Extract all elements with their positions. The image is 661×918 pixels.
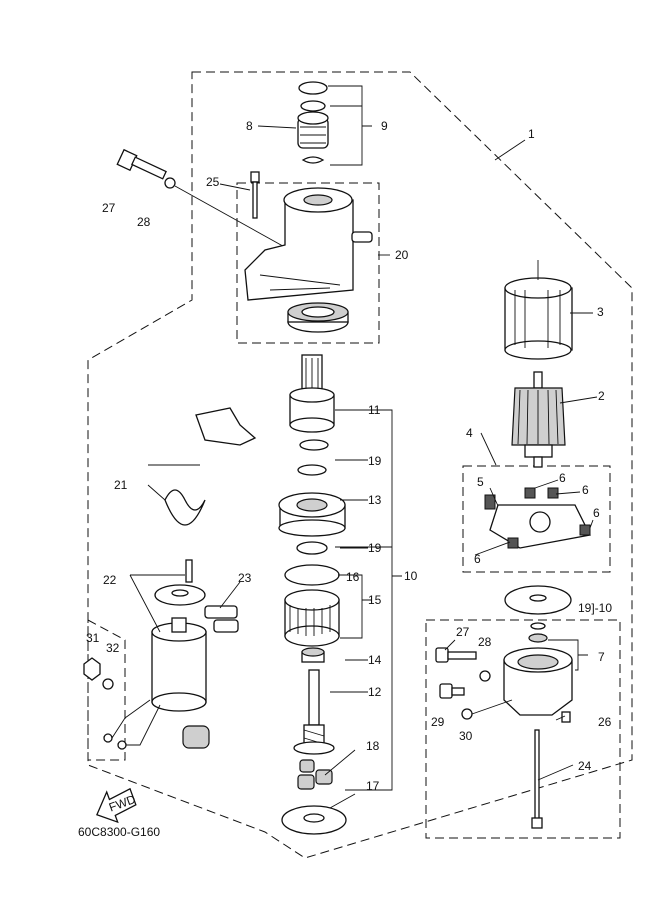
callout-29: 29 — [431, 715, 445, 729]
solenoid-22 — [103, 559, 210, 750]
leader-lines — [129, 139, 598, 809]
callout-19a: 19 — [368, 454, 382, 468]
callout-23: 23 — [238, 571, 252, 585]
washer-19-lower — [296, 541, 328, 555]
callout-2: 2 — [598, 389, 605, 403]
callout-5: 5 — [477, 475, 484, 489]
callout-8: 8 — [246, 119, 253, 133]
callout-27b: 27 — [456, 625, 470, 639]
diagram-code: 60C8300-G160 — [78, 825, 160, 839]
callout-27a: 27 — [102, 201, 116, 215]
callout-20: 20 — [395, 248, 409, 262]
callout-26: 26 — [598, 715, 612, 729]
pinion-shaft-12 — [293, 669, 335, 755]
front-housing-20 — [244, 187, 373, 333]
callout-31: 31 — [86, 631, 100, 645]
callout-25: 25 — [206, 175, 220, 189]
callout-9: 9 — [381, 119, 388, 133]
planet-gears-18 — [297, 759, 333, 790]
callout-7: 7 — [598, 650, 605, 664]
assembly-1-boundary — [87, 71, 633, 859]
housing-20-boundary — [236, 182, 380, 344]
callout-19-10: 19]-10 — [578, 601, 612, 615]
callout-12: 12 — [368, 685, 382, 699]
callout-4: 4 — [466, 426, 473, 440]
bracket-10 — [335, 409, 402, 791]
seal-23 — [204, 605, 239, 633]
callout-22: 22 — [103, 573, 117, 587]
bolt-29 — [439, 683, 513, 720]
callout-labels: 1 2 3 4 5 6 6 6 6 7 8 9 10 19]-10 11 12 … — [86, 119, 612, 793]
plate-17 — [281, 805, 347, 835]
end-cover-group-boundary — [425, 619, 621, 839]
callout-16: 16 — [346, 570, 360, 584]
bolt-27-lower — [435, 647, 491, 682]
brush-holder-4 — [484, 487, 591, 549]
callout-18: 18 — [366, 739, 380, 753]
end-cover-7 — [503, 622, 588, 716]
callout-11: 11 — [368, 403, 381, 417]
callout-32: 32 — [106, 641, 120, 655]
armature-2 — [511, 371, 566, 468]
yoke-3 — [504, 260, 573, 360]
fwd-arrow-icon: FWD — [96, 787, 138, 824]
planet-carrier-13 — [278, 492, 346, 537]
callout-19b: 19 — [368, 541, 382, 555]
callout-30: 30 — [459, 729, 473, 743]
callout-6c: 6 — [593, 506, 600, 520]
bolt-25 — [250, 171, 260, 219]
callout-24: 24 — [578, 759, 592, 773]
internal-gear-15 — [284, 564, 372, 647]
callout-28a: 28 — [137, 215, 151, 229]
callout-17: 17 — [366, 779, 380, 793]
drive-shaft-11 — [289, 354, 335, 433]
callout-15: 15 — [368, 593, 382, 607]
bearing-14 — [301, 647, 325, 663]
callout-10: 10 — [404, 569, 418, 583]
shift-lever-21 — [164, 407, 257, 526]
bolt-27-top — [116, 148, 291, 251]
callout-3: 3 — [597, 305, 604, 319]
through-bolt-24 — [531, 729, 543, 829]
callout-6d: 6 — [474, 552, 481, 566]
callout-13: 13 — [368, 493, 382, 507]
callout-6a: 6 — [559, 471, 566, 485]
callout-6b: 6 — [582, 483, 589, 497]
callout-14: 14 — [368, 653, 382, 667]
callout-21: 21 — [114, 478, 128, 492]
snap-ring-19-top — [299, 439, 329, 451]
pinion-stack — [257, 81, 372, 166]
washer-19-top — [297, 464, 327, 476]
nut-31 — [83, 657, 114, 690]
callout-1: 1 — [528, 127, 535, 141]
callout-28b: 28 — [478, 635, 492, 649]
insulator-plate-19 — [504, 585, 572, 615]
motor-group-boundary — [87, 619, 126, 761]
